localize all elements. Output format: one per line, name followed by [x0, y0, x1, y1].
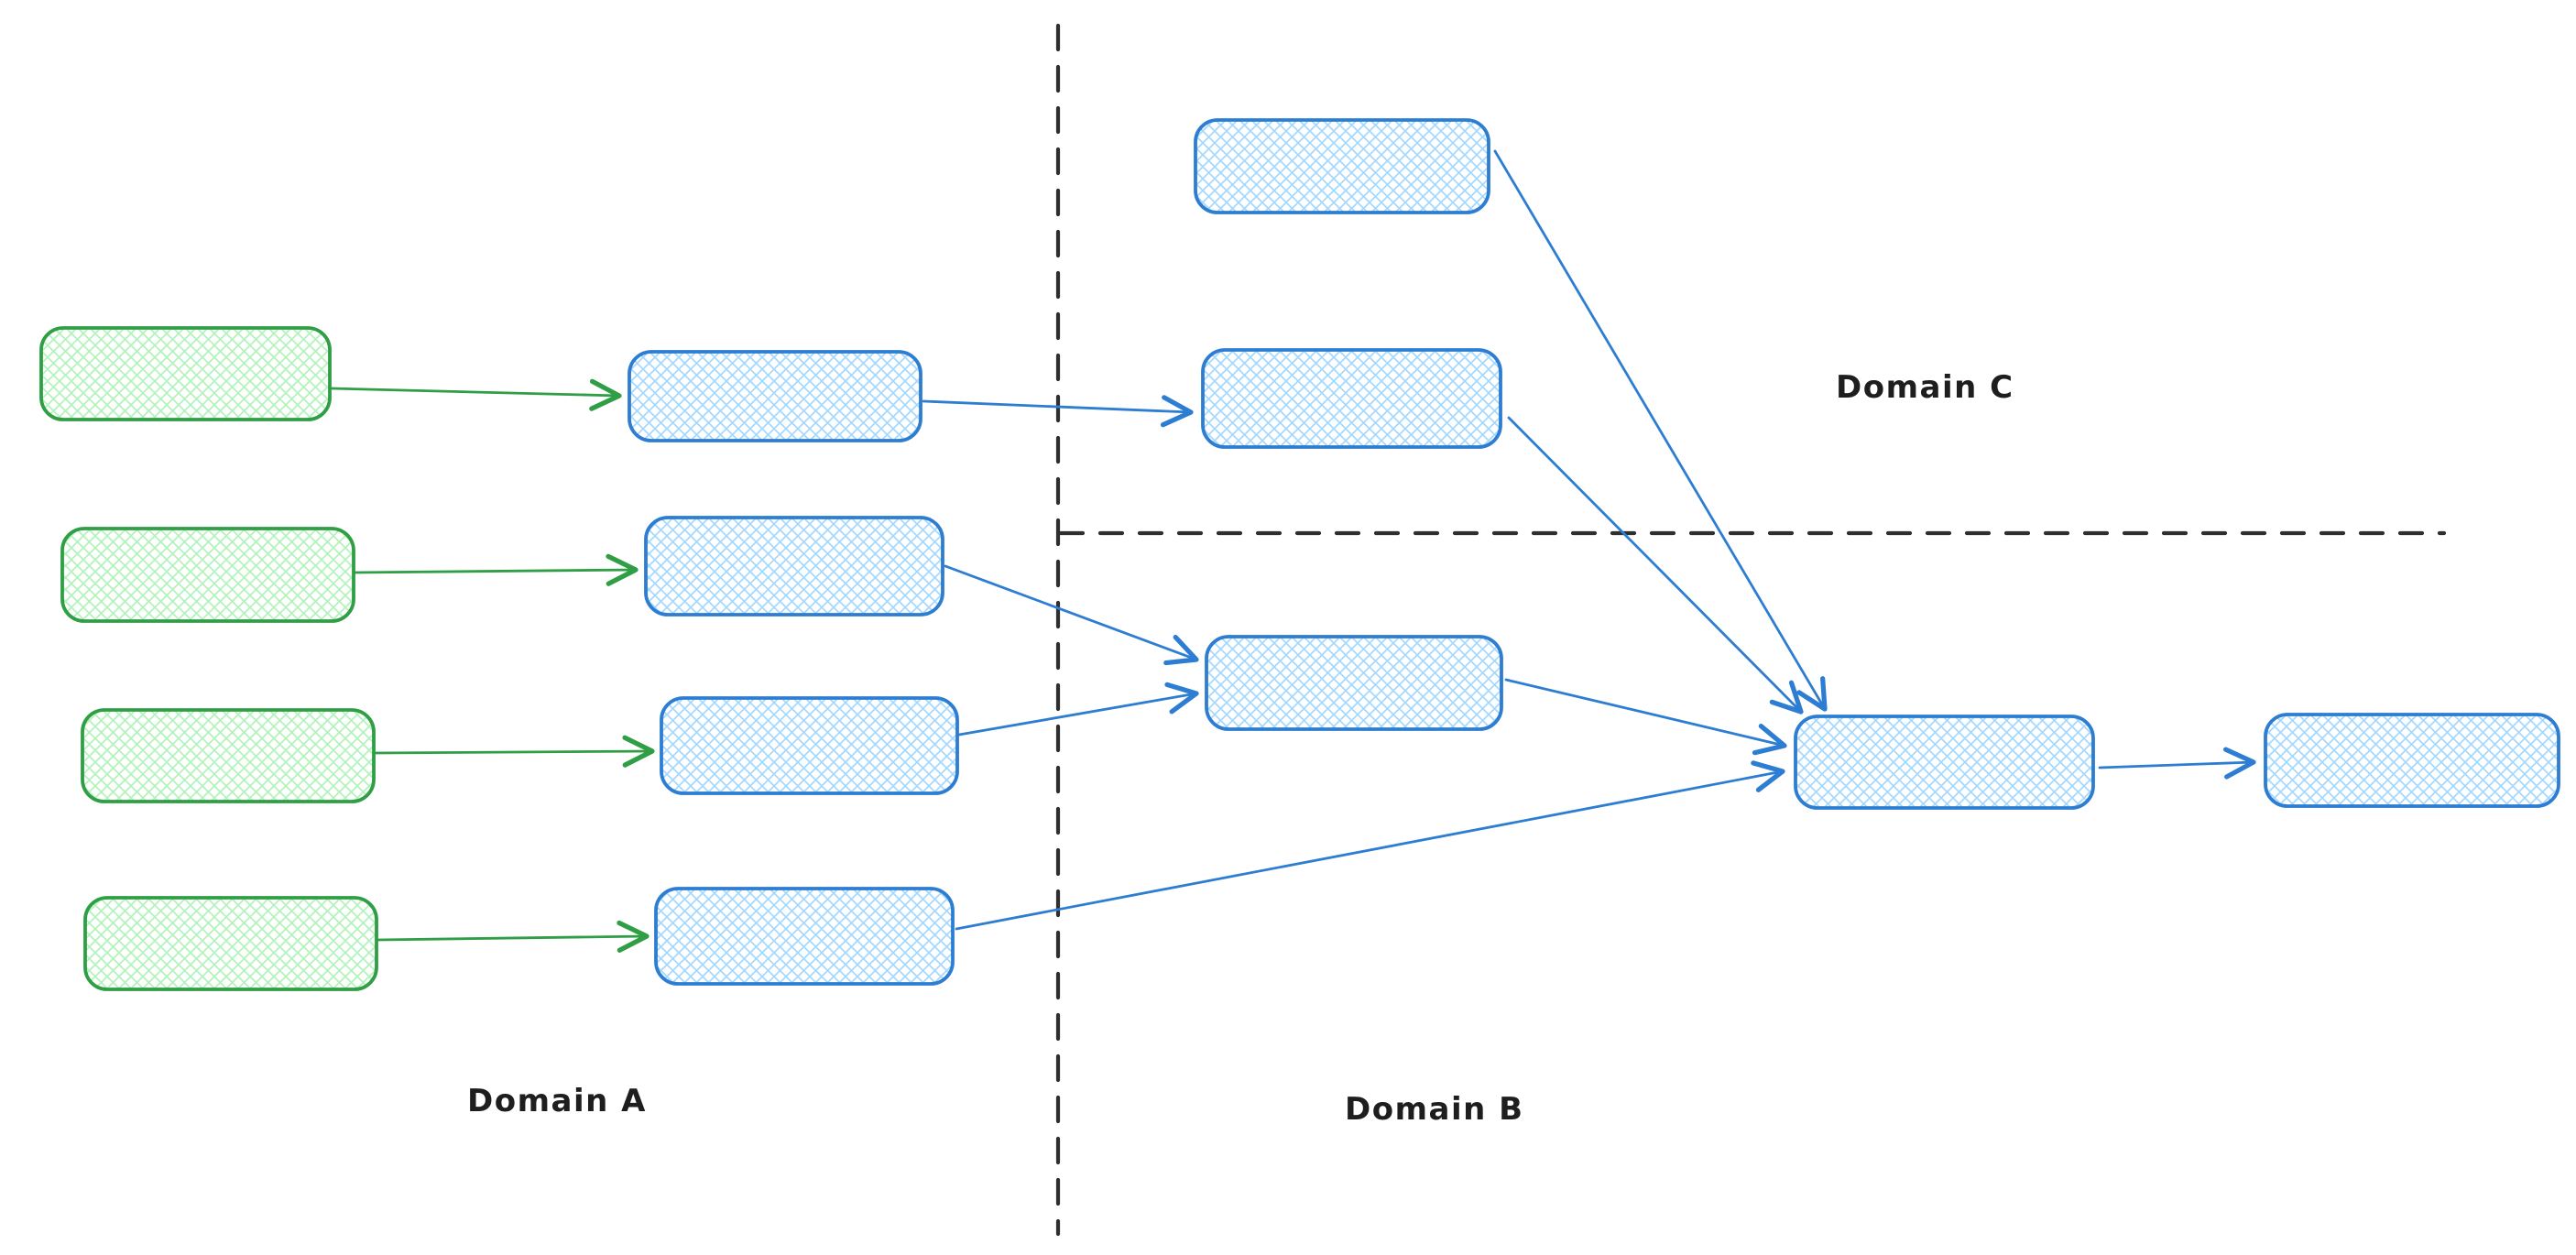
edge-a-proc-2-to-b-box-1[interactable] [944, 564, 1199, 666]
node-c-box-1[interactable] [1194, 118, 1490, 214]
edge-c-box-2-to-b-merge[interactable] [1507, 416, 1804, 715]
node-a-proc-2[interactable] [644, 516, 944, 617]
node-a-proc-1[interactable] [628, 350, 922, 442]
edge-b-merge-to-b-out[interactable] [2098, 747, 2256, 780]
edge-a-src-2-to-a-proc-2[interactable] [354, 553, 639, 586]
node-b-out[interactable] [2264, 713, 2560, 808]
dividers-layer [1055, 23, 2447, 1237]
node-a-src-2[interactable] [60, 527, 355, 623]
label-domain-b[interactable]: Domain B [1345, 1091, 1524, 1128]
node-a-proc-3[interactable] [660, 696, 959, 795]
node-a-src-3[interactable] [81, 708, 376, 803]
node-a-src-4[interactable] [83, 896, 378, 991]
edge-a-proc-4-to-b-merge[interactable] [955, 760, 1785, 931]
label-domain-a[interactable]: Domain A [467, 1083, 647, 1119]
edge-a-src-4-to-a-proc-4[interactable] [377, 920, 649, 953]
edge-a-proc-1-to-c-box-2[interactable] [922, 395, 1194, 428]
node-b-box-1[interactable] [1205, 635, 1503, 731]
edge-a-src-1-to-a-proc-1[interactable] [330, 378, 622, 411]
nodes-layer [39, 118, 2560, 991]
node-a-proc-4[interactable] [654, 887, 955, 986]
edge-a-proc-3-to-b-box-1[interactable] [957, 682, 1199, 737]
edges-layer [330, 149, 2256, 953]
label-domain-c[interactable]: Domain C [1836, 369, 2014, 406]
node-a-src-1[interactable] [39, 326, 332, 421]
edge-c-box-1-to-b-merge[interactable] [1493, 149, 1828, 712]
node-c-box-2[interactable] [1201, 348, 1502, 449]
node-b-merge[interactable] [1794, 715, 2095, 810]
edge-b-box-1-to-b-merge[interactable] [1504, 678, 1787, 756]
edge-a-src-3-to-a-proc-3[interactable] [374, 735, 655, 768]
